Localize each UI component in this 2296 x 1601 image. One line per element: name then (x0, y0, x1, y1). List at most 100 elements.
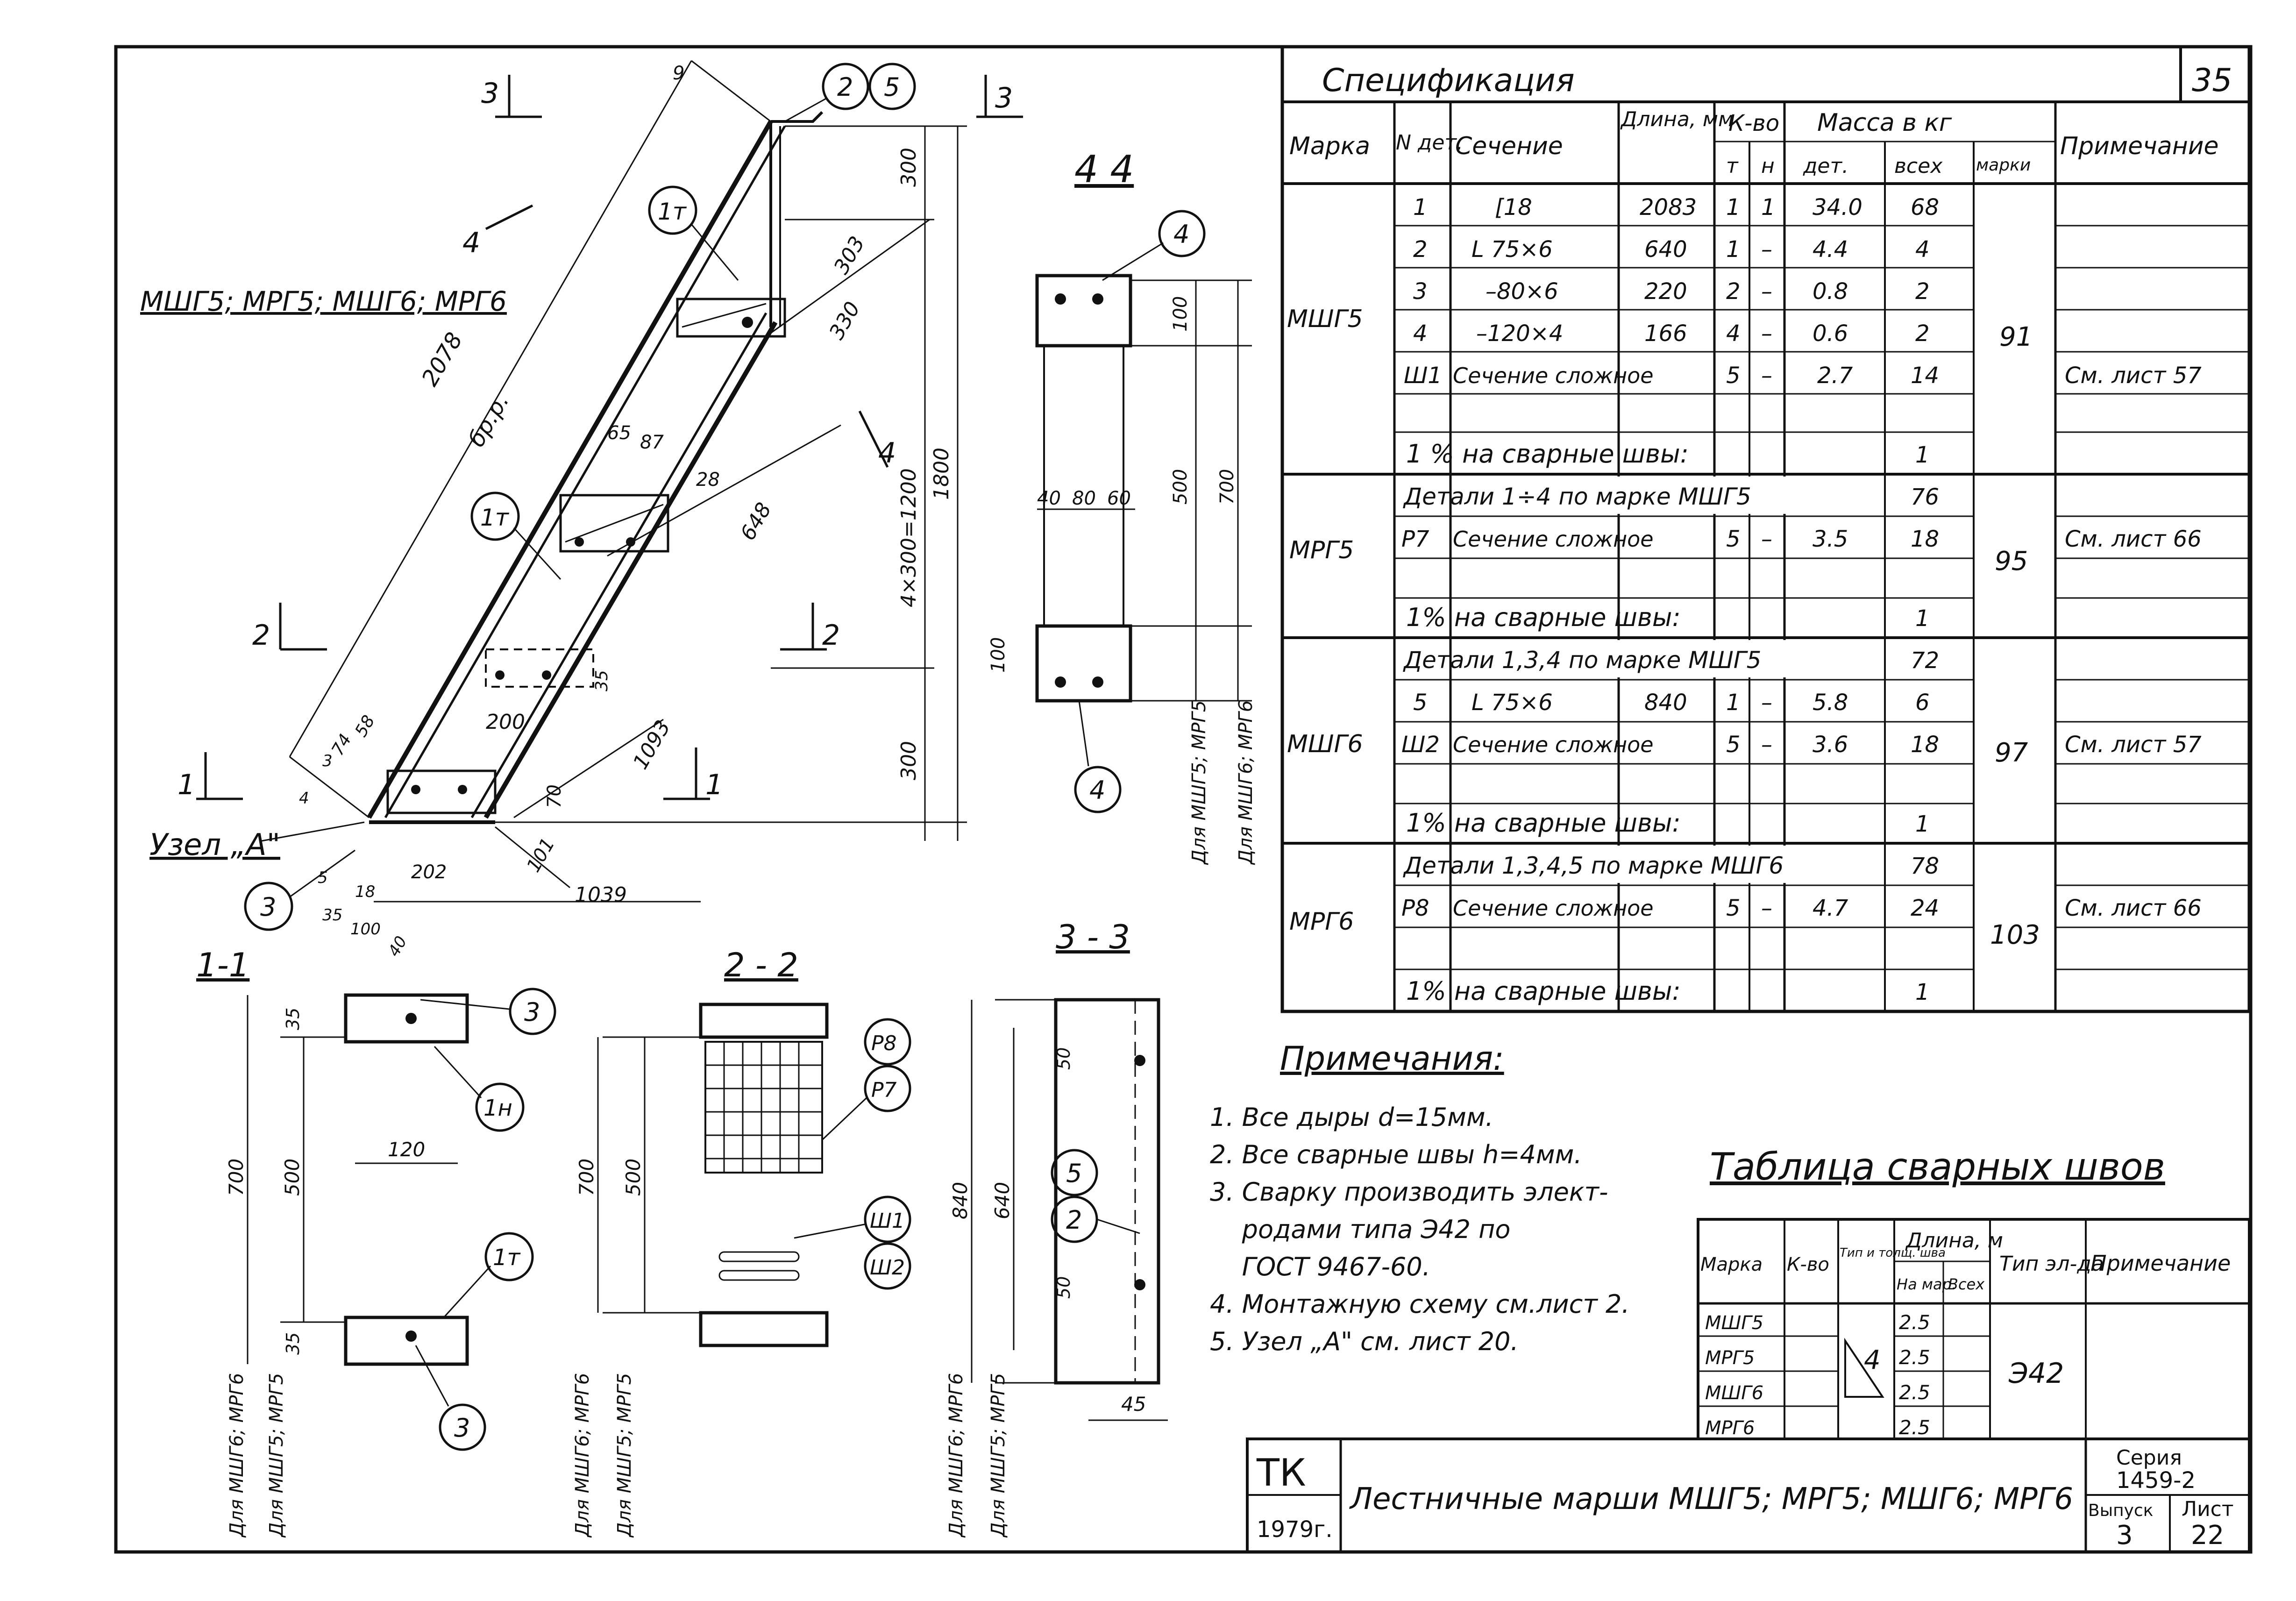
svg-text:–120×4: –120×4 (1476, 320, 1563, 347)
dim-87: 87 (640, 432, 664, 453)
svg-text:18: 18 (1911, 732, 1939, 758)
svg-text:Детали 1,3,4 по марке МШГ5: Детали 1,3,4 по марке МШГ5 (1403, 647, 1761, 674)
title-block: ТК 1979г. Лестничные марши МШГ5; МРГ5; М… (1246, 1437, 2251, 1553)
dim-2078: 2078 (417, 328, 468, 391)
svg-text:1: 1 (1915, 605, 1930, 632)
svg-text:1: 1 (1726, 236, 1741, 263)
notes-title: Примечания: (1280, 1039, 1504, 1078)
svg-text:5.8: 5.8 (1813, 690, 1848, 716)
svg-text:Сечение сложное: Сечение сложное (1453, 527, 1654, 552)
node-a-label: Узел „А" (149, 828, 280, 862)
dim-58: 58 (351, 712, 378, 740)
callout-p8: Р8 (864, 1018, 911, 1066)
notes-block: Примечания: 1. Все дыры d=15мм. 2. Все с… (1210, 1039, 1629, 1356)
svg-text:2: 2 (1915, 278, 1930, 305)
svg-text:2: 2 (252, 619, 270, 652)
dim-303: 303 (829, 232, 869, 278)
svg-text:4: 4 (1173, 220, 1189, 249)
dim-28: 28 (696, 469, 720, 491)
seria-label: Серия (2116, 1446, 2182, 1470)
svg-text:См. лист 57: См. лист 57 (2065, 732, 2202, 758)
callout-1t-mid: 1т (470, 491, 562, 580)
spec-row: Ш1 Сечение сложное 5 – 2.7 14 См. лист 5… (1404, 363, 2202, 389)
spec-row: 3 –80×6 220 2 – 0.8 2 (1413, 278, 1930, 305)
spec-mass-mrg6: 103 (1990, 920, 2040, 950)
svg-text:3: 3 (481, 77, 499, 110)
weld-electrode: Э42 (2008, 1357, 2064, 1390)
svg-text:72: 72 (1911, 648, 1939, 674)
s33-dim-45: 45 (1121, 1393, 1146, 1416)
svg-text:3: 3 (995, 82, 1013, 114)
svg-text:Детали 1,3,4,5 по марке МШГ6: Детали 1,3,4,5 по марке МШГ6 (1403, 852, 1784, 879)
svg-text:[18: [18 (1495, 194, 1532, 221)
s22-dim-500: 500 (622, 1159, 645, 1196)
s44-dim-100b: 100 (988, 637, 1009, 673)
svg-text:220: 220 (1644, 278, 1687, 305)
spec-row: Детали 1,3,4,5 по марке МШГ6 78 (1403, 852, 1939, 879)
weld-hdr-kvo: К-во (1787, 1254, 1829, 1275)
spec-hdr-kvo: К-во (1728, 110, 1779, 136)
svg-text:–: – (1761, 690, 1772, 716)
section-1-1-title: 1-1 (196, 946, 249, 984)
svg-text:Р8: Р8 (1401, 895, 1429, 921)
note-item: 1. Все дыры d=15мм. (1210, 1103, 1493, 1132)
svg-text:840: 840 (1644, 690, 1687, 716)
section-3-3: 3 - 3 5 2 840 640 50 50 45 Для МШГ6; МРГ… (945, 918, 1168, 1538)
svg-text:4.7: 4.7 (1813, 895, 1848, 921)
spec-mass-mshg5: 91 (1999, 322, 2033, 352)
svg-text:–: – (1761, 526, 1772, 552)
weld-table-title: Таблица сварных швов (1710, 1145, 2165, 1188)
spec-row: 1 [18 2083 1 1 34.0 68 (1413, 194, 1939, 221)
spec-weld-row: 1 % на сварные швы: 1 (1406, 439, 1930, 469)
svg-text:5: 5 (1726, 895, 1741, 921)
section-2-2: 2 - 2 Р8 Р7 Ш1 (572, 946, 911, 1538)
svg-text:5: 5 (1726, 363, 1741, 389)
section-3-3-title: 3 - 3 (1056, 918, 1130, 956)
svg-text:1% на сварные швы:: 1% на сварные швы: (1406, 603, 1681, 632)
section-mark-1-left: 1 (178, 752, 243, 801)
section-4-4-title: 4 4 (1074, 148, 1134, 191)
svg-text:–: – (1761, 895, 1772, 921)
dim-35b: 35 (322, 906, 342, 925)
dim-330: 330 (825, 298, 865, 343)
svg-text:МШГ5: МШГ5 (1705, 1312, 1763, 1334)
s11-dim-700: 700 (225, 1159, 248, 1196)
s33-label-mshg5: Для МШГ5; МРГ5 (988, 1373, 1009, 1538)
svg-text:5: 5 (1413, 690, 1428, 716)
svg-text:2: 2 (837, 72, 853, 102)
svg-text:–80×6: –80×6 (1486, 278, 1558, 305)
svg-text:5: 5 (1726, 526, 1741, 552)
dim-4x300: 4×300=1200 (897, 468, 921, 607)
weld-row: МШГ6 2.5 (1705, 1381, 1930, 1404)
svg-text:18: 18 (1911, 526, 1939, 552)
svg-text:Ш1: Ш1 (1404, 363, 1442, 389)
svg-text:1: 1 (1726, 194, 1741, 221)
svg-text:1 % на сварные швы:: 1 % на сварные швы: (1406, 439, 1689, 469)
callout-3-s11-bottom: 3 (415, 1345, 486, 1451)
dim-101: 101 (523, 834, 559, 876)
callout-4-top: 4 (1102, 210, 1206, 281)
dim-648: 648 (736, 498, 776, 544)
dim-202: 202 (411, 861, 447, 883)
svg-text:640: 640 (1644, 236, 1687, 263)
spec-weld-row: 1% на сварные швы: 1 (1406, 976, 1930, 1006)
note-item: 3. Сварку производить элект- (1210, 1177, 1608, 1207)
svg-text:Сечение сложное: Сечение сложное (1453, 732, 1654, 757)
s44-label-mshg6: Для МШГ6; МРГ6 (1235, 700, 1257, 865)
main-view-label: МШГ5; МРГ5; МШГ6; МРГ6 (140, 285, 507, 317)
callout-2-s33: 2 (1051, 1195, 1140, 1243)
svg-text:5: 5 (884, 72, 900, 102)
svg-text:–: – (1761, 320, 1772, 347)
svg-text:Р7: Р7 (1401, 526, 1429, 552)
svg-text:Сечение сложное: Сечение сложное (1453, 363, 1654, 388)
spec-row: Детали 1,3,4 по марке МШГ5 72 (1403, 647, 1939, 674)
svg-text:34.0: 34.0 (1813, 194, 1862, 221)
dim-5: 5 (318, 868, 328, 887)
spec-hdr-massa-marki: марки (1976, 156, 2031, 175)
svg-text:14: 14 (1911, 363, 1939, 389)
section-1-1: 1-1 3 1н 1т 3 35 500 70 (196, 946, 556, 1538)
spec-hdr-massa: Масса в кг (1817, 109, 1952, 137)
spec-mass-mshg6: 97 (1995, 738, 2028, 768)
spec-hdr-marka: Марка (1289, 132, 1370, 160)
callout-3-node: 3 (244, 849, 355, 931)
